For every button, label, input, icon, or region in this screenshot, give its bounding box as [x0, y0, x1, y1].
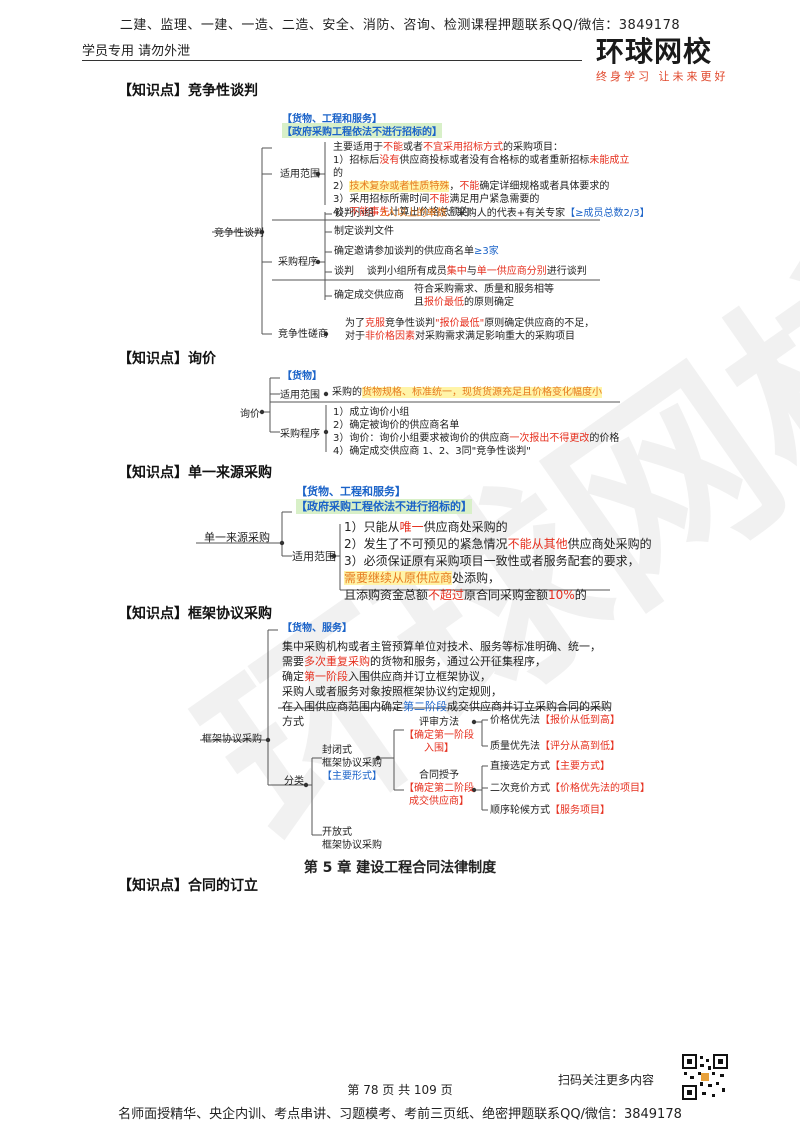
header-divider [82, 60, 582, 61]
s1-scope-list: 主要适用于不能或者不宜采用招标方式的采购项目： 1）招标后没有供应商投标或者没有… [333, 141, 633, 219]
section-title-framework: 【知识点】框架协议采购 [118, 606, 272, 622]
s3-tag-gov: 【政府采购工程依法不进行招标的】 [296, 499, 472, 514]
s1-tag-goods: 【货物、工程和服务】 [282, 114, 382, 125]
s2-tag: 【货物】 [282, 371, 322, 382]
s4-root: 框架协议采购 [202, 734, 262, 745]
s1-scope-item: 4）不能事先计算出价格总额的 [333, 207, 470, 218]
s1-consult-label: 竞争性磋商 [278, 329, 328, 340]
s1-proc-list: 确定邀请参加谈判的供应商名单≥3家 [334, 246, 499, 257]
qr-code-icon [682, 1054, 728, 1100]
s1-scope-item: 1）招标后没有供应商投标或者没有合格标的或者重新招标未能成立的 [333, 155, 630, 179]
s4-closed: 封闭式 框架协议采购 【主要形式】 [322, 745, 382, 782]
s2-root: 询价 [240, 409, 260, 420]
s3-scope-label: 适用范围 [292, 550, 336, 563]
s4-category-label: 分类 [284, 776, 304, 787]
s3-scope-list: 1）只能从唯一供应商处采购的 2）发生了不可预见的紧急情况不能从其他供应商处采购… [344, 520, 652, 602]
s4-award-direct: 直接选定方式【主要方式】 [490, 761, 610, 772]
section-title-competitive-negotiation: 【知识点】竞争性谈判 [118, 83, 258, 99]
page-number: 第 78 页 共 109 页 [347, 1083, 453, 1097]
s1-proc-team: 谈判小组 3人以上的单数：采购人的代表+有关专家【≥成员总数2/3】 [334, 208, 650, 219]
s4-award-bidding: 二次竞价方式【价格优先法的项目】 [490, 783, 650, 794]
s4-award-rotation: 顺序轮候方式【服务项目】 [490, 805, 610, 816]
footer-contact-text: 名师面授精华、央企内训、考点串讲、习题模考、考前三页纸、绝密押题联系QQ/微信：… [118, 1107, 682, 1122]
s4-award: 合同授予 【确定第二阶段 成交供应商】 [404, 770, 474, 807]
logo-slogan: 终身学习 让未来更好 [596, 70, 729, 83]
s1-scope-item: 3）采用招标所需时间不能满足用户紧急需要的 [333, 194, 540, 205]
scan-qr-text: 扫码关注更多内容 [558, 1073, 655, 1087]
s2-proc-list: 1）成立询价小组 2）确定被询价的供应商名单 3）询价：询价小组要求被询价的供应… [333, 407, 620, 457]
s1-procedure-label: 采购程序 [278, 257, 318, 268]
s4-eval-quality: 质量优先法【评分从高到低】 [490, 741, 620, 752]
section-title-contract: 【知识点】合同的订立 [118, 878, 258, 894]
chapter-title: 第 5 章 建设工程合同法律制度 [303, 860, 497, 876]
header-contact-text: 二建、监理、一建、一造、二造、安全、消防、咨询、检测课程押题联系QQ/微信：38… [119, 18, 681, 33]
s4-definition: 集中采购机构或者主管预算单位对技术、服务等标准明确、统一， 需要多次重复采购的货… [282, 640, 612, 728]
s1-scope-label: 适用范围 [280, 169, 320, 180]
section-title-inquiry: 【知识点】询价 [118, 351, 216, 367]
s4-open: 开放式 框架协议采购 [322, 827, 382, 851]
s1-proc-negotiate: 谈判 谈判小组所有成员集中与单一供应商分别进行谈判 [334, 266, 587, 277]
s1-scope-item: 2）技术复杂或者性质特殊，不能确定详细规格或者具体要求的 [333, 181, 610, 192]
s1-proc-award: 符合采购需求、质量和服务相等 且报价最低的原则确定 [414, 284, 554, 308]
brand-logo: 环球网校 终身学习 让未来更好 [596, 30, 746, 84]
s1-proc-award-label: 确定成交供应商 [334, 290, 404, 301]
s2-proc-label: 采购程序 [280, 429, 320, 440]
s2-scope-label: 适用范围 [280, 390, 320, 401]
s1-tag-gov: 【政府采购工程依法不进行招标的】 [282, 123, 442, 138]
logo-text: 环球网校 [596, 35, 713, 68]
s4-tag: 【货物、服务】 [282, 623, 352, 634]
s1-proc-doc: 制定谈判文件 [334, 226, 394, 237]
s3-root: 单一来源采购 [204, 531, 270, 544]
s3-tag-goods: 【货物、工程和服务】 [296, 485, 406, 498]
s2-scope-text: 采购的货物规格、标准统一，现货货源充足且价格变化幅度小 [332, 387, 602, 398]
header-notice: 学员专用 请勿外泄 [82, 44, 191, 59]
s4-eval: 评审方法 【确定第一阶段 入围】 [404, 717, 474, 754]
s1-scope-intro: 主要适用于不能或者不宜采用招标方式的采购项目： [333, 142, 563, 153]
s1-consult-text: 为了克服竞争性谈判"报价最低"原则确定供应商的不足， 对于非价格因素对采购需求满… [345, 318, 595, 342]
section-title-single-source: 【知识点】单一来源采购 [118, 465, 272, 481]
s1-root: 竞争性谈判 [214, 228, 264, 239]
s4-eval-price: 价格优先法【报价从低到高】 [490, 715, 620, 726]
